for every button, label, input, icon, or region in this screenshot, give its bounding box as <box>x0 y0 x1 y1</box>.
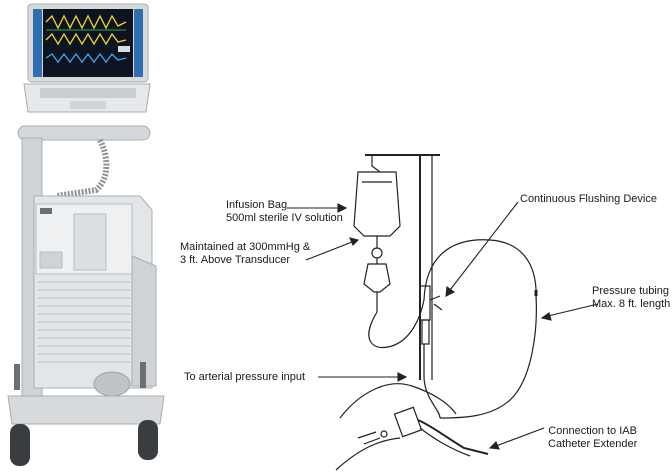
label-iab-connection: Connection to IAB Catheter Extender <box>548 425 638 450</box>
label-continuous-flushing-device: Continuous Flushing Device <box>520 193 657 205</box>
label-infusion-bag: Infusion Bag 500ml sterile IV solution <box>226 199 343 224</box>
label-pressure-tubing: Pressure tubing Max. 8 ft. length <box>592 285 671 310</box>
label-arterial-pressure-input: To arterial pressure input <box>184 371 306 383</box>
iabp-console-photo <box>7 3 165 466</box>
label-maintained-pressure: Maintained at 300mmHg & 3 ft. Above Tran… <box>180 241 311 266</box>
